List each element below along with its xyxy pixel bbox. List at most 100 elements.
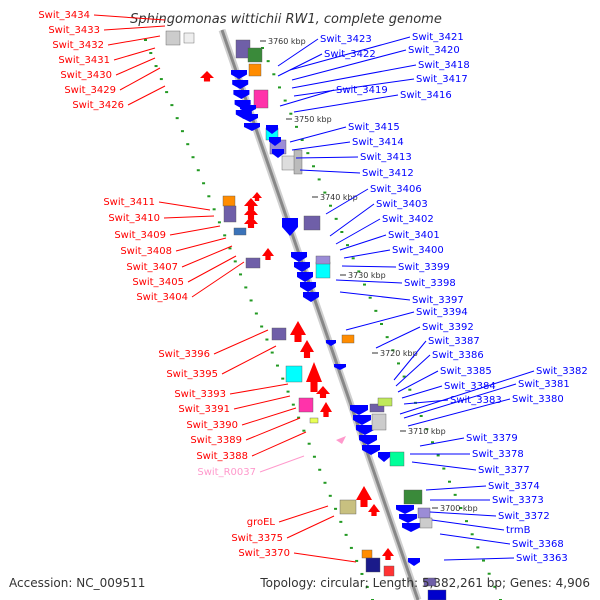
gene-label[interactable]: Swit_3418 [418, 60, 470, 71]
gene-label[interactable]: Swit_3434 [38, 10, 90, 21]
gene-label[interactable]: Swit_3413 [360, 152, 412, 163]
gene-label[interactable]: Swit_3382 [536, 366, 588, 377]
gene-block[interactable] [223, 205, 237, 223]
reverse-gene-arrow[interactable] [334, 364, 346, 370]
gene-label[interactable]: Swit_3412 [362, 168, 414, 179]
gene-label[interactable]: Swit_3384 [444, 381, 496, 392]
gene-label[interactable]: Swit_3363 [516, 553, 568, 564]
gene-label[interactable]: Swit_3403 [376, 199, 428, 210]
forward-gene-arrow[interactable] [262, 248, 274, 260]
gene-label[interactable]: Swit_3410 [108, 213, 160, 224]
reverse-gene-arrow[interactable] [350, 405, 368, 415]
gene-label[interactable]: Swit_3408 [120, 246, 172, 257]
forward-gene-arrow[interactable] [316, 386, 330, 398]
reverse-gene-arrow[interactable] [272, 149, 284, 158]
gene-block[interactable] [315, 255, 331, 265]
reverse-gene-arrow[interactable] [282, 218, 298, 236]
gene-block[interactable] [285, 365, 303, 383]
gene-block[interactable] [361, 549, 373, 559]
gene-label[interactable]: Swit_3380 [512, 394, 564, 405]
gene-label[interactable]: Swit_3388 [196, 451, 248, 462]
gene-label[interactable]: Swit_3390 [186, 420, 238, 431]
gene-label[interactable]: Swit_3405 [132, 277, 184, 288]
reverse-gene-arrow[interactable] [240, 105, 256, 113]
reverse-gene-arrow[interactable] [233, 90, 250, 99]
gene-label[interactable]: Swit_3394 [416, 307, 468, 318]
gene-label[interactable]: Swit_3396 [158, 349, 210, 360]
gene-block[interactable] [309, 417, 319, 424]
gene-label[interactable]: Swit_3383 [450, 395, 502, 406]
gene-block[interactable] [403, 489, 423, 505]
gene-block[interactable] [423, 577, 437, 587]
gene-label[interactable]: Swit_3392 [422, 322, 474, 333]
gene-label[interactable]: Swit_3423 [320, 34, 372, 45]
gene-label[interactable]: Swit_3415 [348, 122, 400, 133]
gene-label[interactable]: Swit_3368 [512, 539, 564, 550]
gene-block[interactable] [341, 334, 355, 344]
gene-label[interactable]: Swit_3431 [58, 55, 110, 66]
gene-block[interactable] [419, 517, 433, 529]
gene-label[interactable]: Swit_3389 [190, 435, 242, 446]
reverse-gene-arrow[interactable] [353, 415, 371, 425]
gene-label[interactable]: Swit_3417 [416, 74, 468, 85]
gene-block[interactable] [298, 397, 314, 413]
gene-block[interactable] [427, 589, 447, 600]
gene-label[interactable]: Swit_3422 [324, 49, 376, 60]
gene-label[interactable]: Swit_3402 [382, 214, 434, 225]
gene-label[interactable]: Swit_3404 [136, 292, 188, 303]
gene-block[interactable] [222, 195, 236, 207]
gene-label[interactable]: Swit_3391 [178, 404, 230, 415]
gene-label[interactable]: Swit_3372 [498, 511, 550, 522]
reverse-gene-arrow[interactable] [408, 558, 420, 566]
gene-label[interactable]: groEL [247, 517, 276, 528]
rna-gene-arrow[interactable] [336, 436, 346, 444]
gene-block[interactable] [339, 499, 357, 515]
gene-label[interactable]: Swit_3386 [432, 350, 484, 361]
gene-label[interactable]: Swit_3399 [398, 262, 450, 273]
gene-label[interactable]: Swit_3432 [52, 40, 104, 51]
forward-gene-arrow[interactable] [382, 548, 394, 560]
gene-label[interactable]: Swit_3385 [440, 366, 492, 377]
reverse-gene-arrow[interactable] [291, 252, 307, 262]
gene-label[interactable]: trmB [506, 525, 531, 536]
forward-gene-arrow[interactable] [368, 504, 380, 516]
gene-block[interactable] [248, 63, 262, 77]
gene-label[interactable]: Swit_3414 [352, 137, 404, 148]
gene-label[interactable]: Swit_3400 [392, 245, 444, 256]
gene-block[interactable] [371, 413, 387, 431]
reverse-gene-arrow[interactable] [232, 80, 249, 89]
gene-label[interactable]: Swit_3406 [370, 184, 422, 195]
reverse-gene-arrow[interactable] [378, 452, 390, 462]
reverse-gene-arrow[interactable] [359, 435, 377, 445]
gene-block[interactable] [365, 557, 381, 573]
gene-block[interactable] [377, 397, 393, 407]
gene-label[interactable]: Swit_3374 [488, 481, 540, 492]
gene-label[interactable]: Swit_3387 [428, 336, 480, 347]
gene-label[interactable]: Swit_3411 [103, 197, 155, 208]
gene-label[interactable]: Swit_3401 [388, 230, 440, 241]
gene-block[interactable] [253, 89, 269, 109]
reverse-gene-arrow[interactable] [294, 262, 310, 272]
forward-gene-arrow[interactable] [306, 362, 322, 392]
reverse-gene-arrow[interactable] [266, 125, 278, 134]
reverse-gene-arrow[interactable] [242, 114, 258, 122]
gene-block[interactable] [389, 451, 405, 467]
gene-block[interactable] [303, 215, 321, 231]
gene-block[interactable] [245, 257, 261, 269]
reverse-gene-arrow[interactable] [244, 123, 260, 131]
gene-label[interactable]: Swit_3379 [466, 433, 518, 444]
gene-label[interactable]: Swit_3409 [114, 230, 166, 241]
gene-label[interactable]: Swit_3416 [400, 90, 452, 101]
forward-gene-arrow[interactable] [244, 198, 258, 210]
forward-gene-arrow[interactable] [200, 71, 214, 82]
gene-label[interactable]: Swit_3398 [404, 278, 456, 289]
gene-block[interactable] [383, 565, 395, 577]
gene-label[interactable]: Swit_3419 [336, 85, 388, 96]
gene-label[interactable]: Swit_3420 [408, 45, 460, 56]
reverse-gene-arrow[interactable] [297, 272, 313, 282]
gene-block[interactable] [417, 507, 431, 519]
gene-label[interactable]: Swit_3375 [231, 533, 283, 544]
gene-block[interactable] [233, 227, 247, 236]
gene-label[interactable]: Swit_3393 [174, 389, 226, 400]
gene-label[interactable]: Swit_3433 [48, 25, 100, 36]
